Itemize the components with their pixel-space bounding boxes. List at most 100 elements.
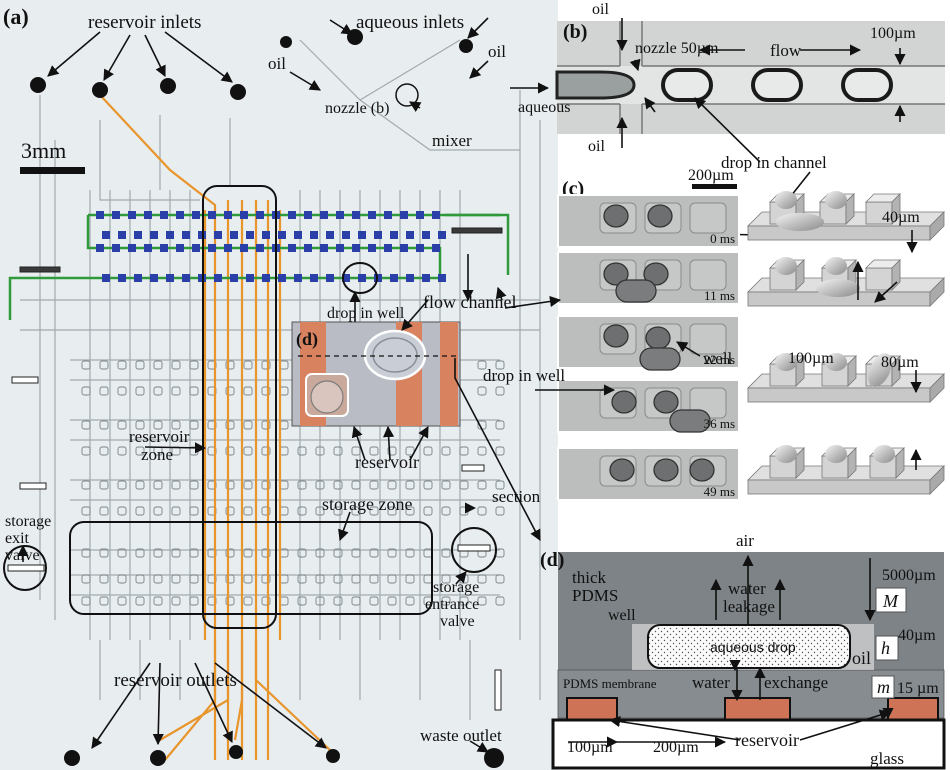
blue-drop — [176, 244, 184, 252]
blue-drop — [358, 231, 366, 239]
blue-drop — [128, 211, 136, 219]
well-d-label: well — [608, 607, 636, 624]
oil-d-label: oil — [852, 648, 871, 668]
dim-100-d-label: 100µm — [567, 739, 613, 756]
frame-time-label: 11 ms — [704, 288, 735, 303]
storage-exit-label-1: storage — [5, 513, 51, 530]
dim-200-label: 200µm — [653, 739, 699, 756]
blue-drop — [144, 211, 152, 219]
blue-drop — [278, 274, 286, 282]
mixer-label: mixer — [432, 131, 472, 150]
dim-5000-label: 5000µm — [882, 567, 936, 584]
storage-entrance-label-3: valve — [440, 613, 475, 630]
storage-entrance-label-1: storage — [433, 579, 479, 596]
blue-drop — [240, 244, 248, 252]
pdms-membrane-label: PDMS membrane — [563, 676, 657, 691]
reservoir-inlet-holes — [30, 29, 473, 100]
blue-drop — [336, 211, 344, 219]
storage-entrance-valve-outline — [451, 527, 497, 573]
blue-drop — [96, 244, 104, 252]
panel-a-tag: (a) — [3, 4, 29, 29]
blue-drop — [422, 231, 430, 239]
reservoir-left — [566, 697, 618, 721]
dim-80-label: 80µm — [881, 354, 919, 371]
flow-channel-label: flow channel — [423, 292, 516, 312]
panel-b-tag: (b) — [563, 21, 587, 43]
blue-drop — [342, 274, 350, 282]
reservoir-mid — [724, 697, 791, 721]
blue-drop — [160, 244, 168, 252]
blue-drop — [438, 231, 446, 239]
blue-drop — [326, 231, 334, 239]
blue-drop — [416, 244, 424, 252]
width-100-label: 100µm — [870, 25, 916, 42]
glass-slide — [551, 718, 946, 770]
flow-channel-green — [8, 213, 510, 320]
blue-drop — [118, 231, 126, 239]
orange-reservoir-channels — [99, 94, 331, 761]
drop-in-channel-label: drop in channel — [721, 153, 827, 172]
aqueous-label: aqueous — [518, 99, 570, 116]
blue-drop — [230, 274, 238, 282]
blue-drop — [208, 211, 216, 219]
waste-outlet-label: waste outlet — [420, 726, 502, 745]
storage-zone-outline — [69, 521, 433, 615]
reservoir-right — [887, 697, 939, 721]
water-exchange-label-2: exchange — [764, 673, 828, 692]
blue-drop — [144, 244, 152, 252]
oil-top-label: oil — [592, 1, 609, 18]
oil-right-label: oil — [488, 42, 506, 61]
blue-drop — [342, 231, 350, 239]
section-line — [454, 358, 541, 541]
channel-3d-renderings — [747, 191, 945, 495]
nozzle-label: nozzle (b) — [325, 100, 389, 117]
blue-drop — [102, 231, 110, 239]
blue-drop — [262, 231, 270, 239]
blue-drop — [160, 211, 168, 219]
blue-drop — [112, 211, 120, 219]
blue-drop — [118, 274, 126, 282]
blue-drop — [294, 274, 302, 282]
blue-drop — [320, 244, 328, 252]
blue-drop — [368, 244, 376, 252]
blue-drop — [278, 231, 286, 239]
drop-in-well-c-label: drop in well — [483, 366, 565, 385]
blue-drop — [166, 274, 174, 282]
scale-200-label: 200µm — [688, 167, 734, 184]
blue-drop — [214, 274, 222, 282]
pdms-label: PDMS — [572, 586, 618, 605]
blue-drop — [224, 244, 232, 252]
reservoir-inlets-label: reservoir inlets — [88, 12, 201, 33]
blue-drop — [400, 211, 408, 219]
frame-time-label: 0 ms — [710, 231, 735, 246]
inset-d-tag: (d) — [296, 329, 318, 350]
blue-drop — [224, 211, 232, 219]
blue-drop — [400, 244, 408, 252]
inset-d-photo: (d) — [291, 321, 461, 427]
blue-drop — [128, 244, 136, 252]
reservoir-outlet-holes — [64, 745, 504, 768]
storage-exit-label-2: exit — [5, 530, 30, 547]
blue-drop — [256, 211, 264, 219]
blue-drop — [304, 211, 312, 219]
dim-100-label: 100µm — [788, 350, 834, 367]
frame-time-label: 49 ms — [704, 484, 735, 499]
blue-drop — [406, 274, 414, 282]
aqueous-drop — [647, 624, 851, 669]
blue-drop — [150, 231, 158, 239]
reservoir-label: reservoir — [355, 452, 419, 472]
dim-15-label: 15 µm — [897, 680, 939, 697]
blue-drop — [432, 211, 440, 219]
well-grid — [81, 360, 505, 606]
blue-drop — [352, 211, 360, 219]
h-label: h — [881, 638, 890, 658]
blue-drop — [256, 244, 264, 252]
aqueous-inlets-label: aqueous inlets — [356, 12, 464, 33]
m-label: m — [877, 677, 890, 697]
frame-time-label: 22 ms — [704, 352, 735, 367]
blue-drop — [176, 211, 184, 219]
blue-drop — [320, 211, 328, 219]
dim-40-label: 40µm — [882, 209, 920, 226]
blue-drop — [102, 274, 110, 282]
